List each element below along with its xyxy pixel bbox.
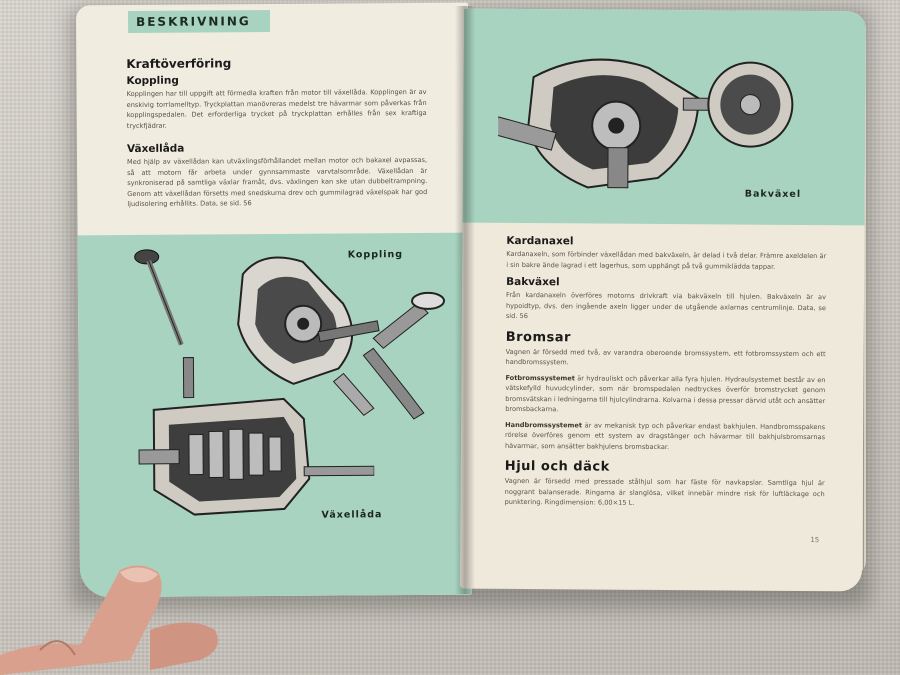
paragraph-koppling: Kopplingen har till uppgift att förmedla… <box>126 87 427 130</box>
rear-axle-illustration <box>497 58 794 189</box>
clutch-illustration <box>237 256 446 420</box>
paragraph-vaxellada: Med hjälp av växellådan kan utväxlingsfö… <box>127 155 428 209</box>
right-page: Bakväxel Kardanaxel Kardanaxeln, som för… <box>459 8 867 592</box>
book-spine <box>455 6 475 594</box>
paragraph-fotbroms: Fotbromssystemet är hydrauliskt och påve… <box>505 372 825 416</box>
page-number: 15 <box>810 536 820 545</box>
hand-illustration <box>0 565 218 675</box>
paragraph-kardanaxel: Kardanaxeln, som förbinder växellådan me… <box>506 249 827 271</box>
left-page: BESKRIVNING Kraftöverföring Koppling Kop… <box>75 2 473 598</box>
label-handbromssystemet: Handbromssystemet <box>505 420 583 429</box>
caption-koppling: Koppling <box>347 249 404 261</box>
paragraph-bakvaxel: Från kardanaxeln överföres motorns drivk… <box>505 290 827 321</box>
heading-hjul-och-dack: Hjul och däck <box>504 458 610 475</box>
paragraph-bromsar: Vagnen är försedd med två, av varandra o… <box>505 347 826 367</box>
gearbox-illustration <box>138 357 375 516</box>
heading-bromsar: Bromsar <box>505 329 572 345</box>
caption-vaxellada: Växellåda <box>321 509 383 521</box>
heading-vaxellada: Växellåda <box>126 142 185 156</box>
paragraph-hjul-och-dack: Vagnen är försedd med pressade stålhjul … <box>504 476 825 507</box>
label-fotbromssystemet: Fotbromssystemet <box>505 373 575 382</box>
heading-koppling: Koppling <box>126 74 179 88</box>
paragraph-handbroms: Handbromssystemet är av mekanisk typ och… <box>505 419 825 453</box>
right-text-block: Kardanaxel Kardanaxeln, som förbinder vä… <box>505 231 827 510</box>
gear-lever-illustration <box>134 249 184 346</box>
heading-kardanaxel: Kardanaxel <box>506 234 574 248</box>
caption-bakvaxel: Bakväxel <box>744 188 802 200</box>
section-tab: BESKRIVNING <box>127 10 271 34</box>
left-text-block: Kraftöverföring Koppling Kopplingen har … <box>126 55 427 210</box>
heading-kraftoverforing: Kraftöverföring <box>126 56 232 72</box>
heading-bakvaxel: Bakväxel <box>506 275 560 289</box>
